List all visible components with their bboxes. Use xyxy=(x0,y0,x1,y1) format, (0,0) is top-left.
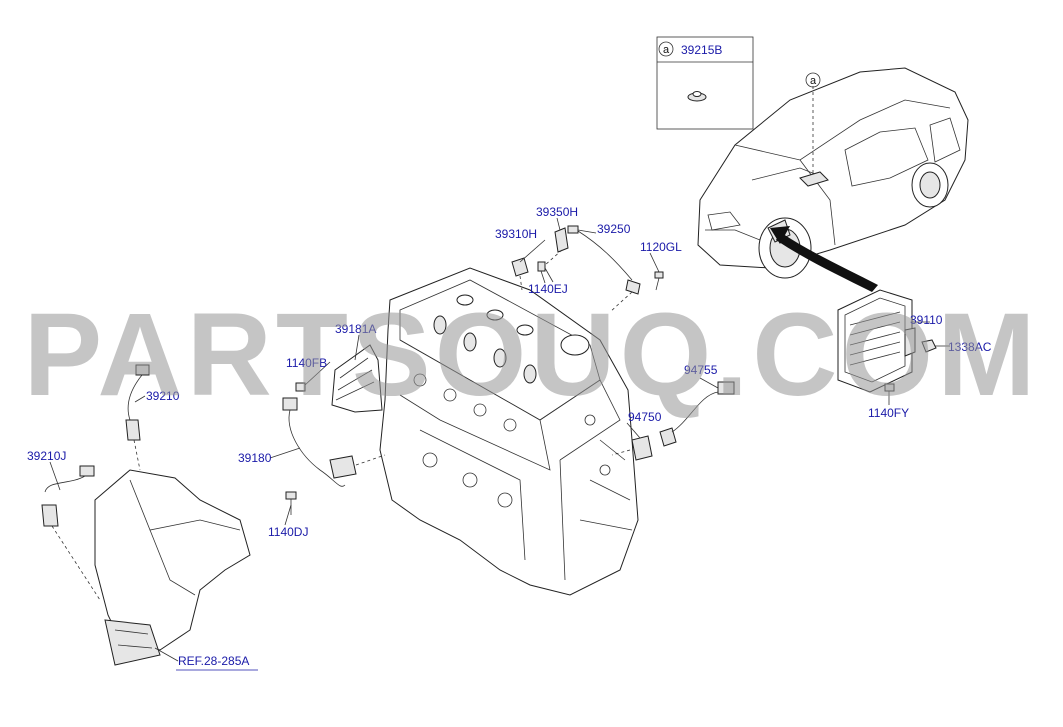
heat-shield-39181A xyxy=(331,344,383,413)
bolt-1140EJ xyxy=(537,261,546,284)
exhaust-manifold xyxy=(94,469,251,666)
o2-sensor-39210 xyxy=(125,364,150,471)
bracket-39350H xyxy=(544,227,569,266)
bolt-1140FB xyxy=(295,382,306,392)
part-39250-label[interactable]: 39250 xyxy=(597,222,631,236)
bolt-1120GL xyxy=(654,271,664,291)
vehicle-marker: a xyxy=(810,75,817,87)
part-39180-label[interactable]: 39180 xyxy=(238,451,272,465)
o2-sensor-39210J xyxy=(41,465,101,601)
knock-sensor-94750 xyxy=(611,435,653,461)
harness-94755 xyxy=(659,381,735,447)
crank-sensor-39180 xyxy=(282,397,386,487)
legend-box: a 39215B xyxy=(656,36,754,130)
legend-marker-circle xyxy=(658,41,674,57)
vehicle-illustration: a xyxy=(697,67,969,292)
part-39215B-label[interactable]: 39215B xyxy=(681,43,722,57)
part-94755-label[interactable]: 94755 xyxy=(684,363,718,377)
ref-link-28-285A[interactable]: REF.28-285A xyxy=(178,654,249,668)
sensor-39250 xyxy=(567,225,641,313)
part-39210J-label[interactable]: 39210J xyxy=(27,449,66,463)
vehicle-marker-circle xyxy=(805,72,821,88)
bolt-1140DJ xyxy=(285,491,297,515)
part-39181A-label[interactable]: 39181A xyxy=(335,322,376,336)
part-94750-label[interactable]: 94750 xyxy=(628,410,662,424)
plug-icon xyxy=(687,91,707,102)
arrow-icon xyxy=(770,226,878,292)
part-1120GL-label[interactable]: 1120GL xyxy=(640,240,682,254)
part-39210-label[interactable]: 39210 xyxy=(146,389,180,403)
sensor-39310H xyxy=(511,257,529,291)
part-1140FY-label[interactable]: 1140FY xyxy=(868,406,909,420)
engine-block xyxy=(379,267,639,596)
part-1140EJ-label[interactable]: 1140EJ xyxy=(528,282,568,296)
cam-cover-ribs xyxy=(433,294,590,384)
part-39350H-label[interactable]: 39350H xyxy=(536,205,578,219)
part-39110-label[interactable]: 39110 xyxy=(910,313,943,327)
bolt-1140FY xyxy=(884,383,895,402)
ecu-module xyxy=(837,289,916,393)
block-ports xyxy=(413,373,611,508)
part-1338AC-label[interactable]: 1338AC xyxy=(948,340,992,354)
part-39310H-label[interactable]: 39310H xyxy=(495,227,537,241)
nut-1338AC xyxy=(921,339,937,353)
part-labels: 39350H 39250 39310H 1120GL 1140EJ 39181A… xyxy=(27,205,992,671)
leader-lines xyxy=(49,217,719,662)
legend-marker: a xyxy=(663,44,670,56)
part-1140DJ-label[interactable]: 1140DJ xyxy=(268,525,308,539)
part-1140FB-label[interactable]: 1140FB xyxy=(286,356,327,370)
